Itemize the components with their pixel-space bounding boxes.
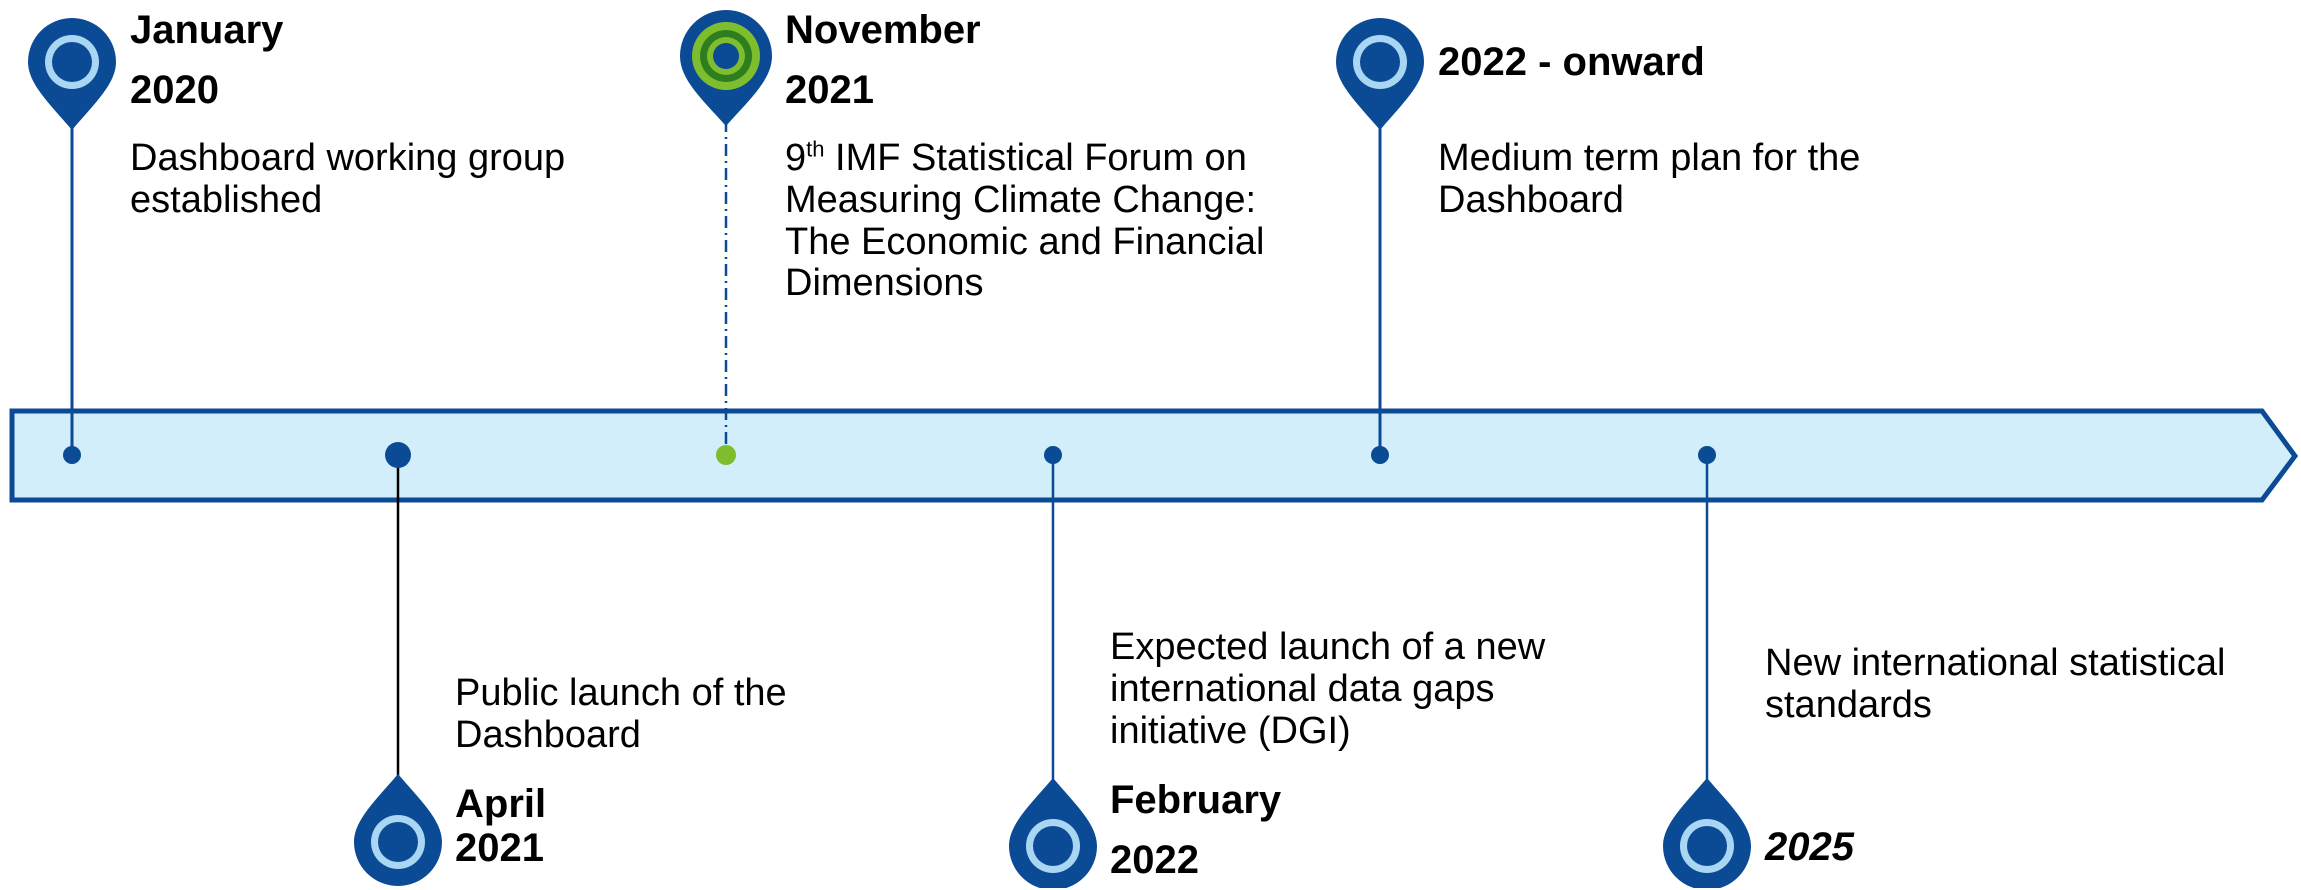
event-description-jan-2020: Dashboard working group established (130, 137, 566, 222)
map-pin-icon (1663, 778, 1751, 888)
event-date-feb-2022: February 2022 (1110, 770, 1281, 890)
event-date-apr-2021: April 2021 (455, 782, 546, 870)
map-pin-icon (28, 18, 116, 130)
description-line: Dashboard (455, 713, 641, 756)
date-line: 2021 (455, 826, 544, 870)
map-pin-icon (680, 10, 772, 126)
date-line: November (785, 8, 981, 52)
timeline-dot-jan-2020 (63, 446, 81, 464)
timeline-dot-nov-2021 (716, 445, 736, 465)
event-description-2025: New international statistical standards (1765, 642, 2226, 727)
event-description-nov-2021: 9th IMF Statistical Forum on Measuring C… (785, 136, 1265, 305)
date-line: 2025 (1765, 825, 1854, 869)
timeline-dot-2025 (1698, 446, 1716, 464)
description-line: Dimensions (785, 262, 984, 305)
description-line: international data gaps (1110, 667, 1495, 710)
map-pin-icon (1009, 778, 1097, 888)
description-line: Medium term plan for the (1438, 137, 1861, 179)
event-description-apr-2021: Public launch of the Dashboard (455, 672, 787, 757)
ordinal-suffix: th (806, 136, 825, 162)
timeline-arrow (9, 408, 2299, 503)
date-line: February (1110, 778, 1282, 822)
timeline-dot-apr-2021 (385, 442, 411, 468)
description-line: Dashboard working group (130, 137, 566, 179)
event-date-nov-2021: November 2021 (785, 0, 981, 120)
event-date-2025: 2025 (1765, 817, 1854, 877)
timeline-dot-2022-onward (1371, 446, 1389, 464)
event-date-2022-onward: 2022 - onward (1438, 32, 1705, 92)
event-description-feb-2022: Expected launch of a new international d… (1110, 626, 1546, 752)
event-date-jan-2020: January 2020 (130, 0, 283, 120)
description-line: Dashboard (1438, 178, 1624, 221)
ordinal-number: 9 (785, 137, 807, 179)
date-line: 2021 (785, 68, 874, 112)
description-line: 9th IMF Statistical Forum on (785, 136, 1264, 180)
description-line: Public launch of the (455, 672, 787, 714)
date-line: 2022 (1110, 838, 1199, 882)
description-line: The Economic and Financial (785, 220, 1265, 263)
description-line: Expected launch of a new (1110, 626, 1546, 668)
map-pin-icon (354, 774, 442, 886)
description-line: initiative (DGI) (1110, 709, 1351, 752)
map-pin-icon (1336, 18, 1424, 130)
description-line: New international statistical (1765, 642, 2226, 684)
description-line: established (130, 178, 323, 221)
description-line: standards (1765, 683, 1932, 726)
date-line: 2020 (130, 68, 219, 112)
date-line: January (130, 8, 284, 52)
timeline-dot-feb-2022 (1044, 446, 1062, 464)
event-description-2022-onward: Medium term plan for the Dashboard (1438, 137, 1861, 222)
date-line: 2022 - onward (1438, 40, 1705, 84)
description-line: Measuring Climate Change: (785, 178, 1257, 221)
date-line: April (455, 782, 547, 826)
description-text: IMF Statistical Forum on (824, 137, 1247, 179)
